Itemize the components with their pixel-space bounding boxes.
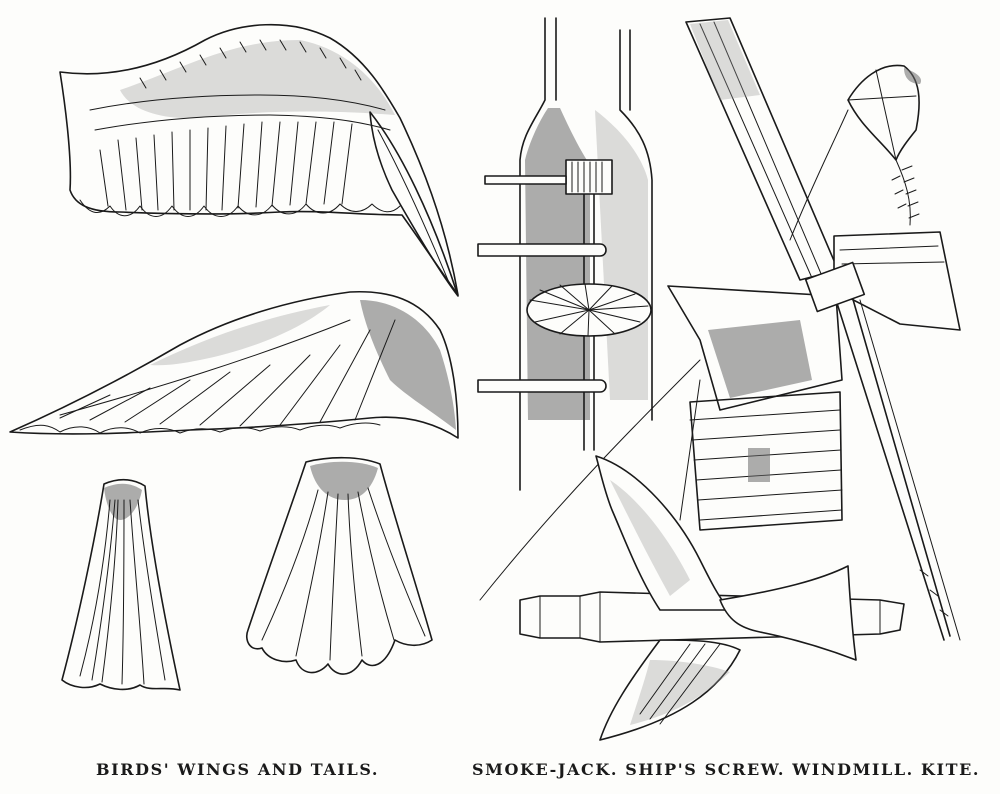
- narrow-tail-icon: [61, 478, 181, 691]
- caption-birds-wings-and-tails: BIRDS' WINGS AND TAILS.: [96, 760, 380, 779]
- windmill-icon: [667, 17, 961, 641]
- caption-smoke-jack-screw-windmill-kite: SMOKE-JACK. SHIP'S SCREW. WINDMILL. KITE…: [472, 760, 981, 779]
- kite-icon: [479, 64, 922, 601]
- broad-tail-icon: [246, 456, 433, 675]
- smoke-jack-icon: [477, 17, 653, 491]
- upper-wing-icon: [59, 23, 459, 297]
- ships-screw-icon: [519, 455, 905, 741]
- lower-wing-icon: [9, 290, 459, 439]
